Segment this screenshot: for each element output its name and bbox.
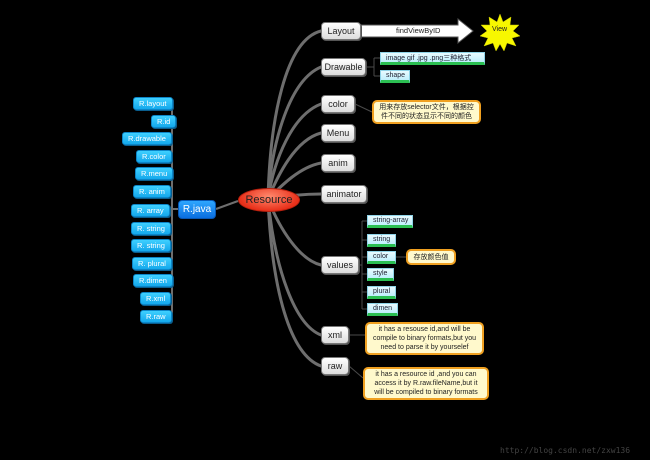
- category-values[interactable]: values: [321, 256, 359, 274]
- branch-layout: [266, 29, 323, 201]
- watermark: http://blog.csdn.net/zxw136: [500, 446, 631, 455]
- category-drawable[interactable]: Drawable: [321, 58, 366, 76]
- branch-drawable: [266, 65, 323, 201]
- r-node-id[interactable]: R.id: [151, 115, 177, 128]
- link-hub-center: [215, 200, 239, 210]
- color-note: 用来存放selector文件，根据控件不同的状态显示不同的颜色: [372, 100, 481, 124]
- r-node-string-2[interactable]: R. string: [131, 239, 171, 252]
- values-leaf-style[interactable]: style: [367, 268, 394, 281]
- r-node-layout[interactable]: R.layout: [133, 97, 173, 110]
- r-node-drawable[interactable]: R.drawable: [122, 132, 172, 145]
- r-node-dimen[interactable]: R.dimen: [133, 274, 173, 287]
- resource-center-node[interactable]: Resource: [238, 188, 300, 212]
- raw-note: it has a resource id ,and you can access…: [363, 367, 489, 400]
- values-color-note: 存放颜色值: [406, 249, 456, 265]
- r-node-string-1[interactable]: R. string: [131, 222, 171, 235]
- category-menu[interactable]: Menu: [321, 124, 355, 142]
- category-anim[interactable]: anim: [321, 154, 355, 172]
- drawable-leaf-image[interactable]: image gif .jpg .png三种格式: [380, 52, 485, 65]
- r-node-plural[interactable]: R. plural: [132, 257, 172, 270]
- branch-xml: [266, 197, 323, 337]
- r-node-xml[interactable]: R.xml: [140, 292, 172, 305]
- r-node-menu[interactable]: R.menu: [135, 167, 174, 180]
- raw-note-link: [348, 365, 364, 379]
- branch-raw: [266, 197, 323, 368]
- category-layout[interactable]: Layout: [321, 22, 361, 40]
- values-leaf-color[interactable]: color: [367, 251, 396, 264]
- color-note-link: [354, 103, 373, 113]
- drawable-leaf-shape[interactable]: shape: [380, 70, 410, 83]
- r-node-array[interactable]: R. array: [131, 204, 170, 217]
- category-xml[interactable]: xml: [321, 326, 349, 344]
- values-leaf-string[interactable]: string: [367, 234, 396, 247]
- category-animator[interactable]: animator: [321, 185, 367, 203]
- category-color[interactable]: color: [321, 95, 355, 113]
- values-leaf-link: [359, 220, 367, 310]
- xml-note: it has a resouse id,and will be compile …: [365, 322, 484, 355]
- branch-color: [266, 102, 323, 201]
- r-node-color[interactable]: R.color: [136, 150, 172, 163]
- layout-arrow-label: findViewByID: [396, 26, 441, 35]
- drawable-leaf-link: [366, 57, 380, 77]
- view-burst-shape: [479, 13, 521, 52]
- r-java-hub-node[interactable]: R.java: [178, 200, 216, 219]
- r-node-anim[interactable]: R. anim: [133, 185, 171, 198]
- view-burst-label: View: [492, 26, 508, 33]
- layout-arrow: [360, 17, 474, 45]
- category-raw[interactable]: raw: [321, 357, 349, 375]
- values-leaf-string-array[interactable]: string-array: [367, 215, 413, 228]
- r-node-raw[interactable]: R.raw: [140, 310, 172, 323]
- values-leaf-dimen[interactable]: dimen: [367, 303, 398, 316]
- values-leaf-plural[interactable]: plural: [367, 286, 396, 299]
